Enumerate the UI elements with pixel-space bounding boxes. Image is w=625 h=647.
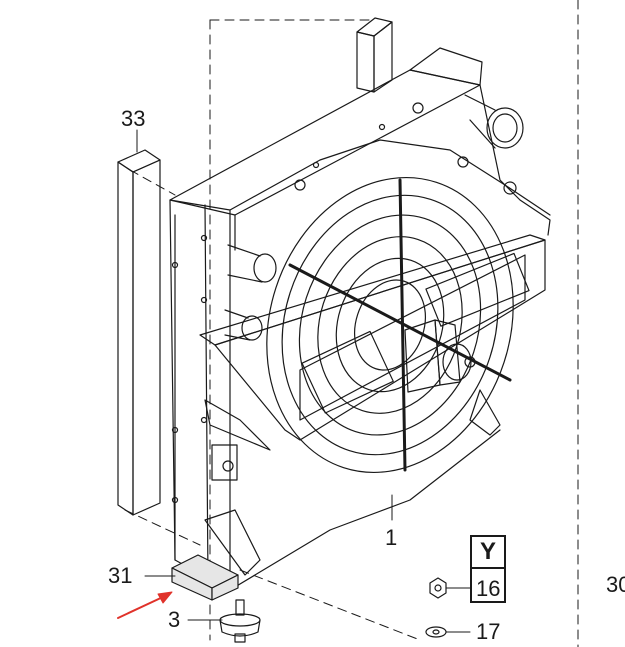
motor-bracket (199, 234, 546, 441)
view-y-box-lower (470, 569, 506, 603)
lower-bracket (204, 399, 271, 576)
callout-17: 17 (476, 619, 501, 644)
rubber-pad-31 (171, 554, 239, 601)
leader-lines (136, 129, 471, 633)
support-leg-right (469, 389, 501, 436)
dashed-guide-lines (124, 0, 579, 647)
callout-16: 16 (476, 576, 501, 601)
washer-17 (425, 626, 447, 638)
callout-30-partial: 30 (606, 572, 625, 597)
rubber-mount-3 (219, 599, 261, 643)
pipe-stubs (224, 94, 524, 341)
foam-strip-upper (356, 17, 393, 93)
foam-strip-33 (117, 149, 161, 516)
callout-33: 33 (121, 106, 146, 131)
radiator-frame (169, 47, 551, 591)
callout-3: 3 (168, 607, 181, 632)
fan-motor (404, 319, 476, 393)
view-y-letter: Y (479, 538, 496, 565)
callout-1: 1 (385, 525, 398, 550)
callout-31: 31 (108, 563, 133, 588)
nut-16 (429, 577, 447, 599)
view-y-label-box: Y (470, 535, 506, 569)
red-pointer-arrow (117, 591, 173, 619)
